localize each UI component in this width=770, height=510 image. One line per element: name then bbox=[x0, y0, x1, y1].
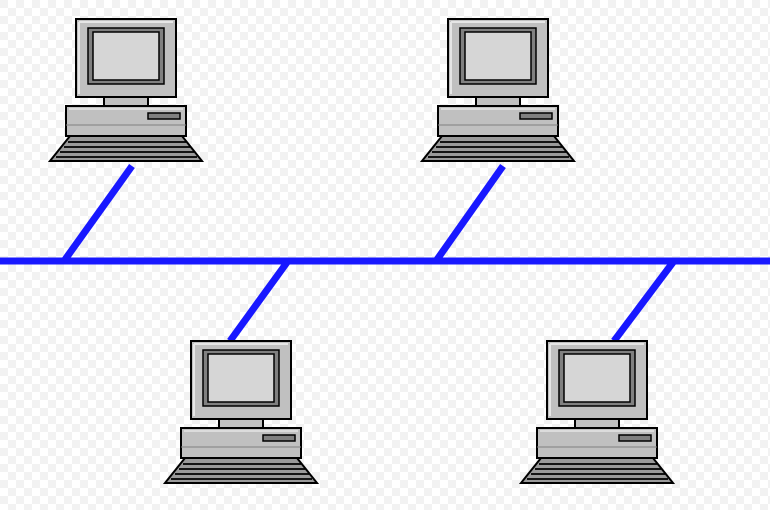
drop-cable-3 bbox=[227, 258, 291, 344]
drop-cable-2 bbox=[433, 163, 506, 264]
drop-cable-4 bbox=[611, 258, 677, 344]
drop-cable-1 bbox=[61, 163, 135, 264]
network-cabling bbox=[0, 163, 770, 344]
